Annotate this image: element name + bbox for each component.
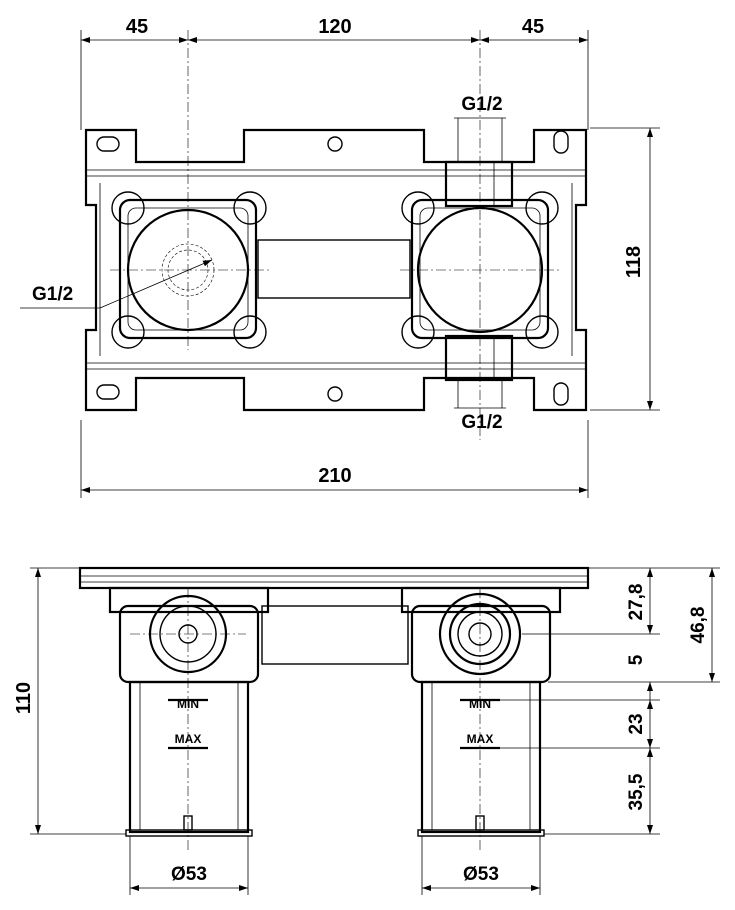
dim-center-distance: 120 bbox=[318, 16, 351, 38]
dim-diameter-right: Ø53 bbox=[463, 864, 499, 885]
dim-min-to-max: 23 bbox=[626, 713, 647, 734]
mounting-hole bbox=[327, 136, 343, 152]
thread-label-top: G1/2 bbox=[461, 94, 502, 115]
dim-total-height: 110 bbox=[13, 682, 35, 714]
front-left-body bbox=[108, 586, 270, 837]
mounting-slot bbox=[553, 130, 569, 154]
front-right-body bbox=[400, 586, 562, 837]
front-view: MIN MAX MIN MAX 110 27,8 5 23 35,5 46,8 … bbox=[13, 566, 720, 895]
label-min-left: MIN bbox=[177, 697, 199, 711]
dim-diameter-left: Ø53 bbox=[171, 864, 207, 885]
label-max-left: MAX bbox=[175, 732, 202, 746]
dim-overall-depth: 46,8 bbox=[688, 607, 709, 644]
thread-label-left: G1/2 bbox=[32, 284, 73, 305]
dim-right-offset: 45 bbox=[522, 16, 544, 38]
right-valve-body bbox=[401, 160, 559, 382]
leader-line bbox=[99, 259, 213, 309]
mounting-slot bbox=[553, 382, 569, 406]
front-connecting-tube bbox=[261, 605, 409, 665]
mounting-hole bbox=[327, 386, 343, 402]
connecting-tube bbox=[257, 239, 411, 299]
front-plate bbox=[78, 566, 590, 590]
dim-plate-to-axis: 27,8 bbox=[626, 584, 647, 621]
dim-height: 118 bbox=[623, 246, 645, 278]
dim-overall-width: 210 bbox=[318, 465, 351, 487]
dim-max-to-base: 35,5 bbox=[626, 773, 647, 810]
label-max-right: MAX bbox=[467, 732, 494, 746]
top-view: 45 120 45 210 118 bbox=[20, 16, 660, 498]
dim-left-offset: 45 bbox=[126, 16, 148, 38]
thread-label-bottom: G1/2 bbox=[461, 412, 502, 433]
mounting-plate bbox=[84, 128, 588, 412]
mounting-slot bbox=[96, 384, 120, 400]
mounting-slot bbox=[96, 136, 120, 152]
label-min-right: MIN bbox=[469, 697, 491, 711]
dim-gap: 5 bbox=[626, 654, 647, 665]
